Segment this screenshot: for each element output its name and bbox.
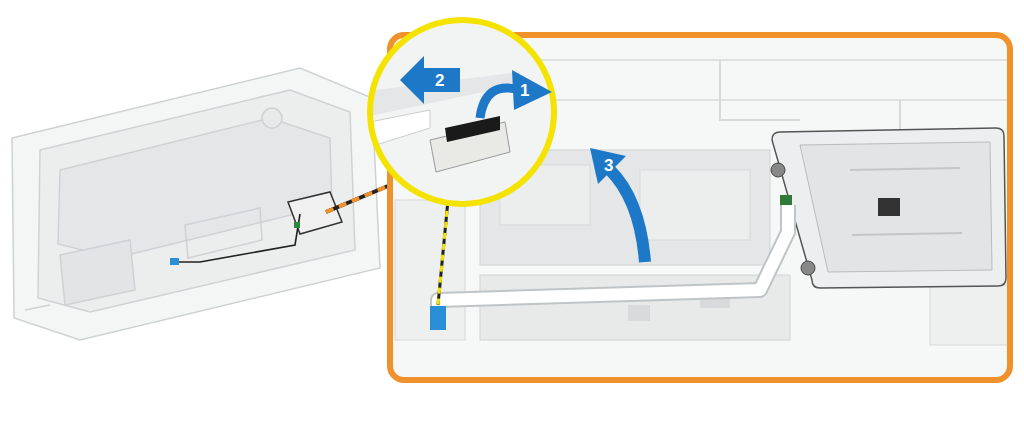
ribbon-cable [430,205,788,330]
callout-number: 2 [435,72,444,89]
connector-closeup [360,20,570,210]
leader-line [326,186,388,212]
lift-arrow-head [590,148,626,184]
callout-number: 3 [604,157,613,174]
overview-card-reader [170,192,342,265]
overview-palmrest [12,68,380,340]
release-arrow-head [512,70,552,110]
leader-line [438,200,448,305]
disconnect-arrow [400,56,460,104]
leader-line [326,186,388,212]
callout-number: 1 [520,82,529,99]
smart-card-reader [771,128,1006,288]
zoom-circle-border [370,20,554,204]
lift-arrow [610,170,645,262]
leader-line [438,200,448,305]
